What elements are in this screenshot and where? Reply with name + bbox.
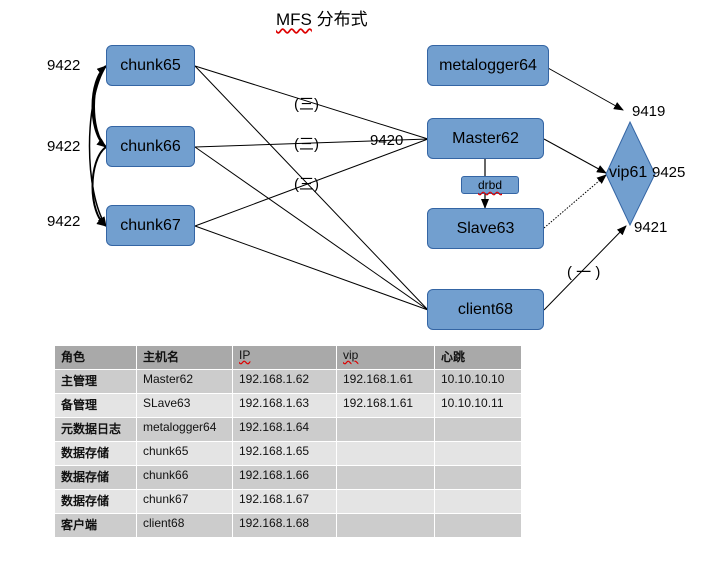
node-master[interactable]: Master62 (427, 118, 544, 159)
vip-diamond[interactable] (605, 120, 656, 227)
edge-client-vip (543, 225, 627, 311)
cell-hostname: client68 (136, 513, 233, 538)
edge-chunk67-client (194, 225, 429, 311)
cell-role: 数据存储 (54, 465, 137, 490)
cell-heartbeat (434, 513, 522, 538)
node-chunk67[interactable]: chunk67 (106, 205, 195, 246)
node-drbd[interactable]: drbd (461, 176, 519, 194)
cell-heartbeat: 10.10.10.10 (434, 369, 522, 394)
header-vip-text: vip (343, 348, 359, 362)
cell-role: 数据存储 (54, 441, 137, 466)
node-chunk65[interactable]: chunk65 (106, 45, 195, 86)
table-row: 备管理 SLave63 192.168.1.63 192.168.1.61 10… (54, 393, 522, 418)
diagram-title: MFS 分布式 (276, 5, 368, 30)
table-row: 元数据日志 metalogger64 192.168.1.64 (54, 417, 522, 442)
step-label-3c: (三) (294, 176, 319, 193)
port-label-master: 9420 (370, 132, 404, 149)
port-label-chunk67: 9422 (47, 213, 81, 230)
cell-ip: 192.168.1.64 (232, 417, 337, 442)
port-label-vip-top: 9419 (632, 103, 666, 120)
port-label-vip-bottom: 9421 (634, 219, 668, 236)
cell-heartbeat (434, 417, 522, 442)
node-slave[interactable]: Slave63 (427, 208, 544, 249)
cell-ip: 192.168.1.65 (232, 441, 337, 466)
table-row: 数据存储 chunk67 192.168.1.67 (54, 489, 522, 514)
cell-vip (336, 465, 435, 490)
cell-role: 备管理 (54, 393, 137, 418)
cell-vip (336, 489, 435, 514)
cell-role: 元数据日志 (54, 417, 137, 442)
cell-hostname: chunk66 (136, 465, 233, 490)
table-row: 主管理 Master62 192.168.1.62 192.168.1.61 1… (54, 369, 522, 394)
edge-master-vip (543, 138, 607, 174)
node-label: chunk67 (120, 216, 181, 234)
title-suffix: 分布式 (311, 10, 368, 29)
cell-vip (336, 441, 435, 466)
cell-role: 客户端 (54, 513, 137, 538)
edge-chunk-replication-65-67 (88, 65, 107, 227)
cell-vip: 192.168.1.61 (336, 393, 435, 418)
node-label: chunk66 (120, 137, 181, 155)
cell-role: 主管理 (54, 369, 137, 394)
cell-heartbeat: 10.10.10.11 (434, 393, 522, 418)
node-chunk66[interactable]: chunk66 (106, 126, 195, 167)
cell-ip: 192.168.1.68 (232, 513, 337, 538)
cell-hostname: chunk67 (136, 489, 233, 514)
port-label-vip-right: 9425 (652, 164, 686, 181)
cell-hostname: chunk65 (136, 441, 233, 466)
table-row: 数据存储 chunk65 192.168.1.65 (54, 441, 522, 466)
edge-slave-vip (543, 174, 607, 229)
node-client[interactable]: client68 (427, 289, 544, 330)
header-cell-role: 角色 (54, 345, 137, 370)
cell-ip: 192.168.1.63 (232, 393, 337, 418)
edge-metalogger-vip (547, 67, 624, 111)
header-cell-heartbeat: 心跳 (434, 345, 522, 370)
cell-role: 数据存储 (54, 489, 137, 514)
cell-heartbeat (434, 465, 522, 490)
edge-chunk67-master (194, 138, 429, 227)
edge-chunk65-master (194, 65, 429, 140)
port-label-chunk65: 9422 (47, 57, 81, 74)
table-row: 客户端 client68 192.168.1.68 (54, 513, 522, 538)
node-label: Master62 (452, 129, 519, 147)
cell-ip: 192.168.1.67 (232, 489, 337, 514)
header-cell-ip: IP (232, 345, 337, 370)
host-table: 角色 主机名 IP vip 心跳 主管理 Master62 192.168.1.… (54, 345, 522, 538)
connector-layer (88, 65, 656, 311)
cell-vip (336, 417, 435, 442)
node-vip-label: vip61 (609, 164, 648, 181)
cell-hostname: SLave63 (136, 393, 233, 418)
step-label-1: ( 一 ) (567, 264, 601, 281)
node-label: chunk65 (120, 56, 181, 74)
cell-ip: 192.168.1.62 (232, 369, 337, 394)
edge-chunk66-master (194, 138, 429, 148)
port-label-chunk66: 9422 (47, 138, 81, 155)
edge-chunk65-client (194, 65, 429, 311)
cell-hostname: Master62 (136, 369, 233, 394)
step-label-3b: (三) (294, 136, 319, 153)
step-label-3a: (三) (294, 96, 319, 113)
cell-heartbeat (434, 489, 522, 514)
table-row: 数据存储 chunk66 192.168.1.66 (54, 465, 522, 490)
edge-chunk-replication-66-65 (93, 65, 107, 148)
cell-vip: 192.168.1.61 (336, 369, 435, 394)
node-label: metalogger64 (439, 56, 537, 74)
title-prefix: MFS (276, 10, 312, 29)
table-header-row: 角色 主机名 IP vip 心跳 (54, 345, 522, 370)
header-cell-vip: vip (336, 345, 435, 370)
node-label: drbd (477, 178, 503, 192)
header-ip-text: IP (239, 348, 251, 362)
node-metalogger[interactable]: metalogger64 (427, 45, 549, 86)
node-label: client68 (457, 300, 514, 318)
header-cell-hostname: 主机名 (136, 345, 233, 370)
cell-heartbeat (434, 441, 522, 466)
mfs-diagram: MFS 分布式 chunk65 chunk66 chunk67 metalogg… (47, 5, 686, 330)
cell-ip: 192.168.1.66 (232, 465, 337, 490)
cell-hostname: metalogger64 (136, 417, 233, 442)
edge-chunk66-client (194, 146, 429, 311)
cell-vip (336, 513, 435, 538)
node-label: Slave63 (456, 219, 515, 237)
